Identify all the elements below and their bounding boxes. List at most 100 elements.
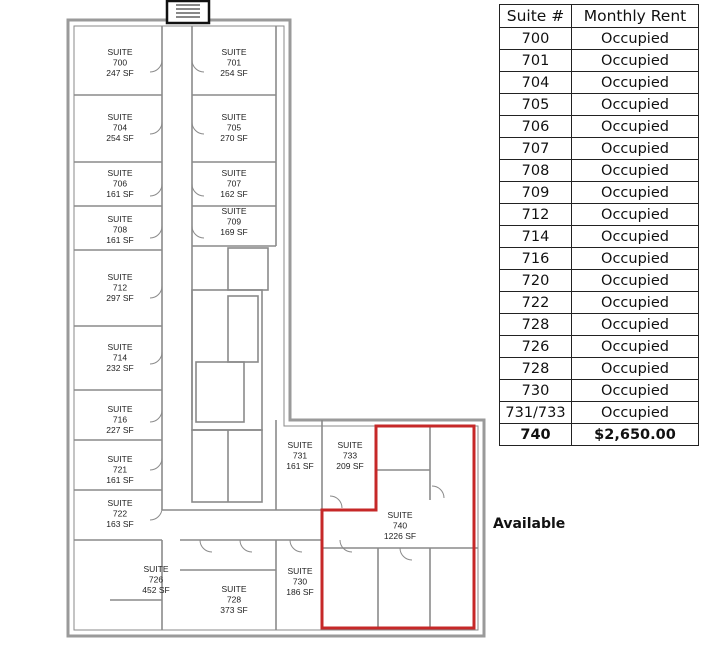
- suite-number-cell: 705: [499, 93, 572, 116]
- monthly-rent-cell: Occupied: [571, 291, 699, 314]
- suite-label-line: 270 SF: [220, 133, 247, 143]
- suite-label-line: 254 SF: [106, 133, 133, 143]
- suite-label-line: 712: [113, 283, 127, 293]
- monthly-rent-cell: Occupied: [571, 247, 699, 270]
- monthly-rent-cell: Occupied: [571, 379, 699, 402]
- suite-number-cell: 726: [499, 335, 572, 358]
- suite-label-line: 706: [113, 179, 127, 189]
- header-monthly-rent: Monthly Rent: [571, 4, 699, 28]
- monthly-rent-cell: Occupied: [571, 27, 699, 50]
- suite-label-line: SUITE: [221, 206, 246, 216]
- monthly-rent-cell: Occupied: [571, 93, 699, 116]
- suite-label-line: SUITE: [221, 168, 246, 178]
- suite-label-line: 716: [113, 415, 127, 425]
- suite-label-line: SUITE: [107, 112, 132, 122]
- suite-740-highlight[interactable]: [320, 424, 476, 630]
- suite-number-cell: 701: [499, 49, 572, 72]
- rent-table-header: Suite # Monthly Rent: [499, 4, 699, 28]
- monthly-rent-cell: Occupied: [571, 137, 699, 160]
- suite-label-line: 209 SF: [336, 461, 363, 471]
- suite-label-line: 701: [227, 58, 241, 68]
- suite-number-cell: 722: [499, 291, 572, 314]
- suite-label-line: 373 SF: [220, 605, 247, 615]
- suite-label-line: 707: [227, 179, 241, 189]
- suite-label-line: 700: [113, 58, 127, 68]
- door-swings: [149, 59, 445, 561]
- suite-label-line: 722: [113, 509, 127, 519]
- suite-label-line: 161 SF: [106, 475, 133, 485]
- suite-label-line: 161 SF: [286, 461, 313, 471]
- suite-label-line: 731: [293, 451, 307, 461]
- suite-label-line: SUITE: [221, 112, 246, 122]
- suite-number-cell: 714: [499, 225, 572, 248]
- suite-number-cell: 704: [499, 71, 572, 94]
- monthly-rent-cell: Occupied: [571, 159, 699, 182]
- suite-number-cell: 728: [499, 313, 572, 336]
- suite-label-line: SUITE: [287, 566, 312, 576]
- monthly-rent-cell: Occupied: [571, 335, 699, 358]
- available-label: Available: [493, 516, 566, 532]
- suite-label-line: 740: [393, 521, 407, 531]
- suite-label-line: 708: [113, 225, 127, 235]
- table-row: 740$2,650.00: [499, 423, 699, 446]
- suite-label-line: 227 SF: [106, 425, 133, 435]
- stair-icon: [165, 0, 211, 25]
- suite-number-cell: 706: [499, 115, 572, 138]
- header-suite: Suite #: [499, 4, 572, 28]
- suite-label-line: SUITE: [107, 214, 132, 224]
- suite-label-line: 186 SF: [286, 587, 313, 597]
- suite-label-line: SUITE: [387, 510, 412, 520]
- suite-label-line: SUITE: [107, 404, 132, 414]
- suite-label-line: SUITE: [107, 168, 132, 178]
- monthly-rent-cell: Occupied: [571, 313, 699, 336]
- suite-label-line: 726: [149, 575, 163, 585]
- monthly-rent-cell: Occupied: [571, 269, 699, 292]
- suite-label-line: SUITE: [143, 564, 168, 574]
- suite-number-cell: 740: [499, 423, 572, 446]
- monthly-rent-cell: Occupied: [571, 71, 699, 94]
- suite-label-line: SUITE: [221, 584, 246, 594]
- suite-label-line: 169 SF: [220, 227, 247, 237]
- suite-label-line: 730: [293, 577, 307, 587]
- monthly-rent-cell: Occupied: [571, 49, 699, 72]
- suite-label-line: SUITE: [107, 342, 132, 352]
- suite-number-cell: 720: [499, 269, 572, 292]
- monthly-rent-cell: Occupied: [571, 357, 699, 380]
- suite-label-line: 247 SF: [106, 68, 133, 78]
- suite-label-line: 297 SF: [106, 293, 133, 303]
- suite-label-line: 709: [227, 217, 241, 227]
- suite-number-cell: 731/733: [499, 401, 572, 424]
- suite-label-line: 161 SF: [106, 235, 133, 245]
- suite-number-cell: 700: [499, 27, 572, 50]
- suite-label-line: SUITE: [337, 440, 362, 450]
- suite-number-cell: 709: [499, 181, 572, 204]
